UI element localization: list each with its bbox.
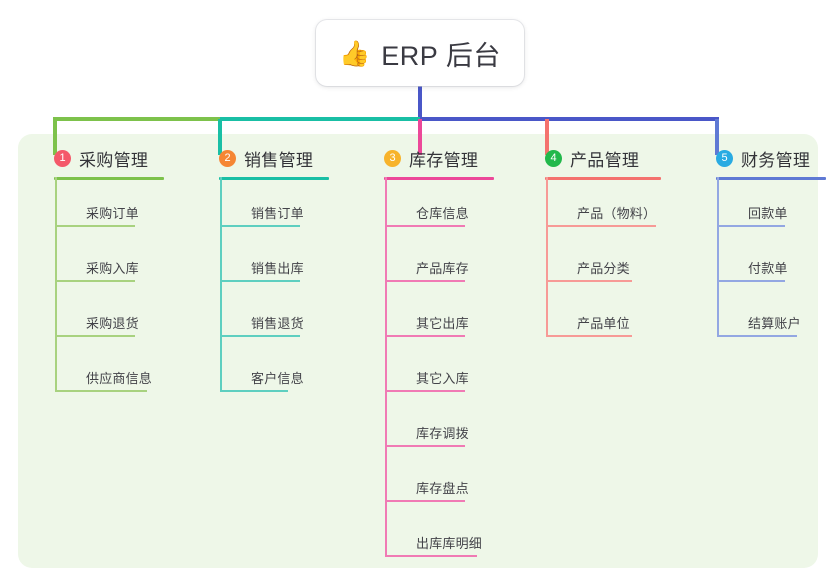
leaf-item[interactable]: 出库库明细	[385, 536, 482, 557]
leaf-label: 销售出库	[251, 261, 304, 276]
leaf-item[interactable]: 产品单位	[546, 316, 632, 337]
leaf-underline	[220, 390, 288, 392]
leaf-item[interactable]: 产品（物料）	[546, 206, 656, 227]
leaf-item[interactable]: 其它入库	[385, 371, 469, 392]
leaf-item[interactable]: 客户信息	[220, 371, 304, 392]
leaf-underline	[385, 225, 465, 227]
branch-header-2[interactable]: 2 销售管理	[201, 146, 313, 170]
branch-spine-3	[385, 177, 387, 556]
branch-badge-5: 5	[716, 149, 733, 167]
branch-spine-2	[220, 177, 222, 391]
leaf-label: 采购退货	[86, 316, 139, 331]
branch-column-1: 1 采购管理采购订单采购入库采购退货供应商信息	[36, 146, 164, 392]
leaf-underline	[546, 225, 656, 227]
branch-header-5[interactable]: 5 财务管理	[698, 146, 810, 170]
leaf-item[interactable]: 采购入库	[55, 261, 139, 282]
leaf-underline	[55, 390, 147, 392]
branch-title-4: 产品管理	[570, 150, 640, 170]
leaf-underline	[717, 335, 797, 337]
branch-title-3: 库存管理	[409, 150, 479, 170]
leaf-underline	[385, 500, 465, 502]
leaf-underline	[220, 225, 300, 227]
leaf-label: 出库库明细	[416, 536, 483, 551]
leaf-underline	[385, 280, 465, 282]
leaf-underline	[385, 390, 465, 392]
branch-spine-4	[546, 177, 548, 336]
leaf-underline	[55, 280, 135, 282]
leaf-label: 其它入库	[416, 371, 469, 386]
leaf-item[interactable]: 销售退货	[220, 316, 304, 337]
leaf-item[interactable]: 付款单	[717, 261, 787, 282]
branch-spine-5	[717, 177, 719, 336]
leaf-underline	[220, 280, 300, 282]
leaf-item[interactable]: 产品库存	[385, 261, 469, 282]
branch-header-3[interactable]: 3 库存管理	[366, 146, 478, 170]
branch-underline-4	[545, 177, 661, 180]
leaf-label: 付款单	[748, 261, 788, 276]
branch-underline-2	[219, 177, 329, 180]
branch-header-1[interactable]: 1 采购管理	[36, 146, 148, 170]
branch-badge-2: 2	[219, 149, 236, 167]
leaf-underline	[220, 335, 300, 337]
leaf-item[interactable]: 采购退货	[55, 316, 139, 337]
leaf-item[interactable]: 仓库信息	[385, 206, 469, 227]
leaf-underline	[717, 225, 785, 227]
root-node-title: ERP 后台	[381, 40, 501, 71]
branch-underline-3	[384, 177, 494, 180]
leaf-underline	[385, 335, 465, 337]
branch-badge-4: 4	[545, 149, 562, 167]
leaf-label: 仓库信息	[416, 206, 469, 221]
leaf-item[interactable]: 库存盘点	[385, 481, 469, 502]
branch-column-2: 2 销售管理销售订单销售出库销售退货客户信息	[201, 146, 329, 392]
leaf-label: 其它出库	[416, 316, 469, 331]
leaf-underline	[55, 335, 135, 337]
leaf-item[interactable]: 销售订单	[220, 206, 304, 227]
leaf-item[interactable]: 回款单	[717, 206, 787, 227]
leaf-label: 客户信息	[251, 371, 304, 386]
leaf-label: 产品单位	[577, 316, 630, 331]
leaf-label: 销售退货	[251, 316, 304, 331]
leaf-underline	[546, 335, 632, 337]
branch-title-5: 财务管理	[741, 150, 811, 170]
leaf-label: 库存调拨	[416, 426, 469, 441]
leaf-item[interactable]: 结算账户	[717, 316, 801, 337]
leaf-label: 供应商信息	[86, 371, 153, 386]
leaf-label: 销售订单	[251, 206, 304, 221]
root-node[interactable]: 👍 ERP 后台	[316, 20, 524, 86]
leaf-item[interactable]: 产品分类	[546, 261, 632, 282]
leaf-item[interactable]: 销售出库	[220, 261, 304, 282]
diagram-background-panel	[18, 134, 818, 568]
leaf-label: 产品分类	[577, 261, 630, 276]
leaf-underline	[55, 225, 135, 227]
leaf-label: 采购订单	[86, 206, 139, 221]
thumbs-up-icon: 👍	[339, 39, 371, 68]
leaf-label: 结算账户	[748, 316, 801, 331]
leaf-label: 回款单	[748, 206, 788, 221]
leaf-item[interactable]: 供应商信息	[55, 371, 152, 392]
branch-header-4[interactable]: 4 产品管理	[527, 146, 639, 170]
leaf-underline	[385, 555, 477, 557]
branch-column-4: 4 产品管理产品（物料） 产品分类产品单位	[527, 146, 661, 337]
branch-title-1: 采购管理	[79, 150, 149, 170]
leaf-item[interactable]: 库存调拨	[385, 426, 469, 447]
branch-underline-5	[716, 177, 826, 180]
leaf-underline	[385, 445, 465, 447]
branch-column-5: 5 财务管理回款单付款单结算账户	[698, 146, 826, 337]
branch-spine-1	[55, 177, 57, 391]
leaf-underline	[717, 280, 785, 282]
leaf-label: 产品库存	[416, 261, 469, 276]
leaf-label: 库存盘点	[416, 481, 469, 496]
leaf-label: 采购入库	[86, 261, 139, 276]
leaf-item[interactable]: 采购订单	[55, 206, 139, 227]
leaf-item[interactable]: 其它出库	[385, 316, 469, 337]
branch-column-3: 3 库存管理仓库信息产品库存其它出库其它入库库存调拨库存盘点出库库明细	[366, 146, 494, 557]
branch-badge-1: 1	[54, 149, 71, 167]
branch-badge-3: 3	[384, 149, 401, 167]
leaf-underline	[546, 280, 632, 282]
branch-underline-1	[54, 177, 164, 180]
branch-title-2: 销售管理	[244, 150, 314, 170]
leaf-label: 产品（物料）	[577, 206, 657, 221]
